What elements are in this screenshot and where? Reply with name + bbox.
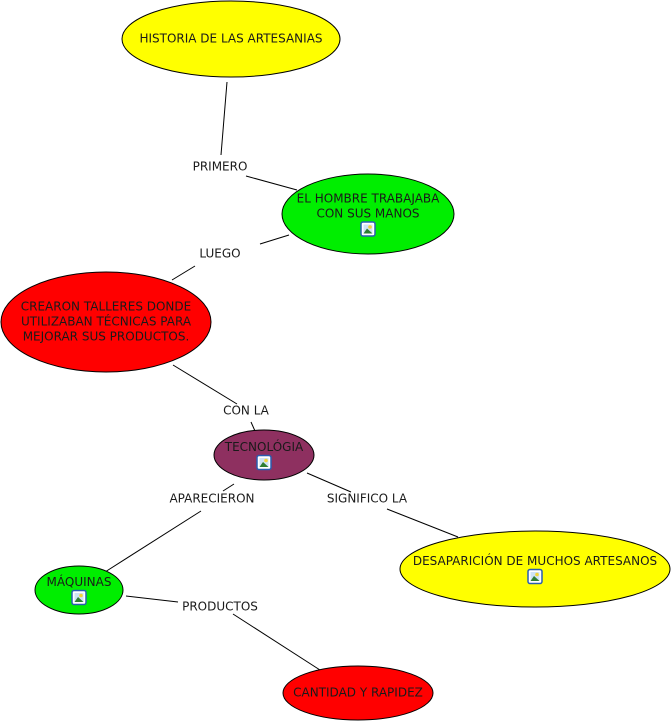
connector-line-aparecieron-1 (222, 483, 235, 492)
concept-node-maquinas[interactable]: MÁQUINAS (34, 565, 124, 615)
connector-line-significo-la-1 (306, 472, 352, 493)
link-labels: PRIMERO LUEGO CON LA APARECIERON SIGNIFICO L… (169, 160, 407, 614)
connector-line-productos-2 (232, 613, 321, 671)
connector-line-luego-2 (171, 265, 196, 281)
connector-line-primero-2 (245, 175, 298, 191)
link-label-productos[interactable]: PRODUCTOS (182, 600, 258, 614)
node-label: MÁQUINAS (47, 574, 112, 589)
connector-line-aparecieron-2 (104, 510, 202, 573)
connector-line-con-la-2 (250, 421, 256, 432)
image-attachment-icon[interactable] (527, 568, 543, 585)
connector-line-productos-1 (125, 595, 179, 603)
concept-node-cantidad[interactable]: CANTIDAD Y RAPIDEZ (282, 665, 434, 721)
node-label: EL HOMBRE TRABAJABA (297, 192, 440, 206)
node-ellipse[interactable] (0, 271, 212, 373)
connector-line-significo-la-2 (386, 508, 459, 538)
concept-node-tecnologia[interactable]: TECNOLÓGIA (213, 429, 315, 481)
connector-line-primero-1 (220, 81, 228, 156)
link-label-primero[interactable]: PRIMERO (193, 160, 248, 174)
link-label-significo-la[interactable]: SIGNIFICO LA (327, 492, 408, 506)
node-ellipse[interactable] (282, 665, 434, 721)
node-label: MEJORAR SUS PRODUCTOS. (23, 330, 190, 344)
image-attachment-icon[interactable] (360, 221, 376, 237)
node-label: CON SUS MANOS (316, 207, 419, 221)
node-ellipse[interactable] (121, 0, 341, 78)
concept-node-desaparicion[interactable]: DESAPARICIÓN DE MUCHOS ARTESANOS (399, 530, 671, 608)
image-attachment-icon[interactable] (256, 454, 272, 471)
connector-line-con-la-1 (172, 364, 238, 405)
link-label-luego[interactable]: LUEGO (199, 247, 240, 261)
node-label: HISTORIA DE LAS ARTESANIAS (139, 32, 322, 46)
node-label: CREARON TALLERES DONDE (21, 300, 191, 314)
image-attachment-icon[interactable] (71, 589, 87, 606)
link-label-aparecieron[interactable]: APARECIERON (169, 492, 254, 506)
connector-line-luego-1 (259, 234, 290, 245)
node-label: DESAPARICIÓN DE MUCHOS ARTESANOS (413, 553, 657, 568)
node-label: CANTIDAD Y RAPIDEZ (293, 686, 423, 700)
edges (104, 81, 459, 671)
concept-node-historia[interactable]: HISTORIA DE LAS ARTESANIAS (121, 0, 341, 78)
node-ellipse[interactable] (281, 173, 455, 255)
node-label: UTILIZABAN TÉCNICAS PARA (21, 314, 192, 329)
node-label: TECNOLÓGIA (224, 439, 304, 454)
link-label-con-la[interactable]: CON LA (223, 404, 270, 418)
